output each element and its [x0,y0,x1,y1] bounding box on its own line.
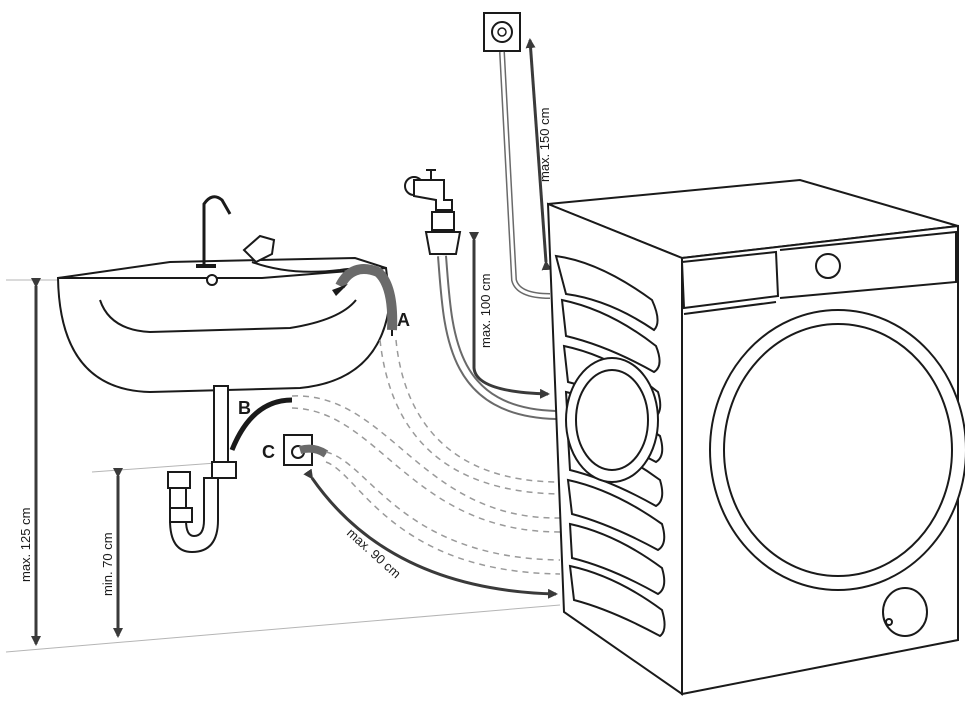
washing-machine [546,178,965,696]
tap-height-arrow [469,232,550,399]
tap-height-label: max. 100 cm [478,274,493,348]
label-point-c: C [262,442,275,462]
water-tap-icon [404,169,462,255]
inlet-hose [437,255,557,420]
socket-height-arrow [525,38,552,271]
socket-height-label: max. 150 cm [537,108,552,182]
drain-height-label: min. 70 cm [100,532,115,596]
hose-length-arrow [303,468,558,599]
label-point-a: A [397,310,410,330]
drain-hose-b [229,397,293,451]
sink-siphon [167,385,237,554]
power-socket-icon [483,12,521,52]
wash-basin [56,195,392,394]
label-point-b: B [238,398,251,418]
sink-height-label: max. 125 cm [18,508,33,582]
